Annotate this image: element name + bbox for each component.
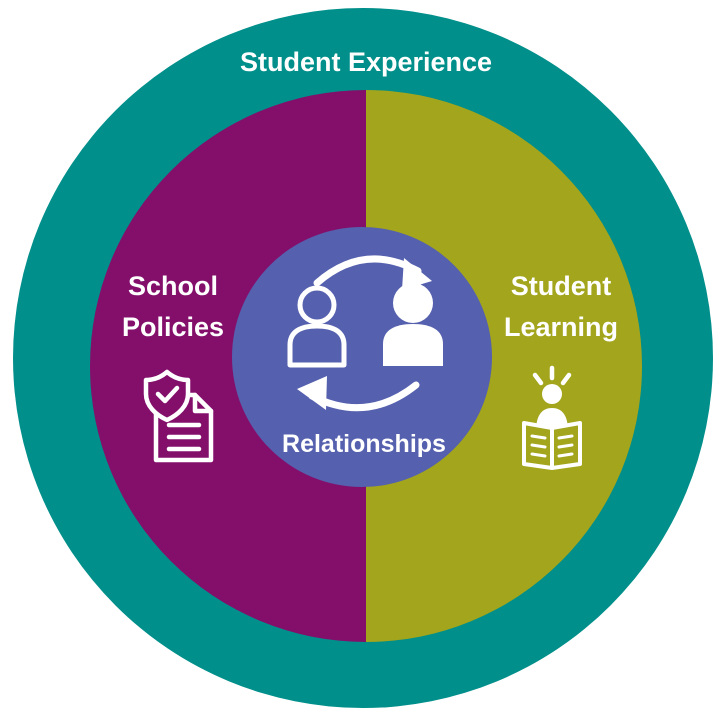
shield-document-icon bbox=[143, 369, 214, 463]
arrowhead-top-icon bbox=[402, 258, 432, 290]
arrowhead-bottom-icon bbox=[297, 376, 327, 410]
student-learning-label-line1: Student bbox=[511, 271, 612, 301]
person-outline-body-icon bbox=[287, 323, 347, 368]
person-outline-head-icon bbox=[297, 285, 337, 325]
school-policies-label-line2: Policies bbox=[122, 312, 224, 342]
reading-student-icon bbox=[522, 365, 582, 470]
left-half-school-policies bbox=[90, 90, 366, 642]
person-filled-head-icon bbox=[393, 283, 433, 323]
right-half-student-learning bbox=[366, 90, 642, 642]
student-learning-label-line2: Learning bbox=[504, 312, 618, 342]
person-filled-body-icon bbox=[383, 324, 443, 366]
student-experience-label: Student Experience bbox=[240, 47, 492, 77]
relationships-label: Relationships bbox=[282, 430, 446, 458]
people-exchange-icon bbox=[287, 255, 443, 412]
school-policies-label-line1: School bbox=[128, 271, 218, 301]
